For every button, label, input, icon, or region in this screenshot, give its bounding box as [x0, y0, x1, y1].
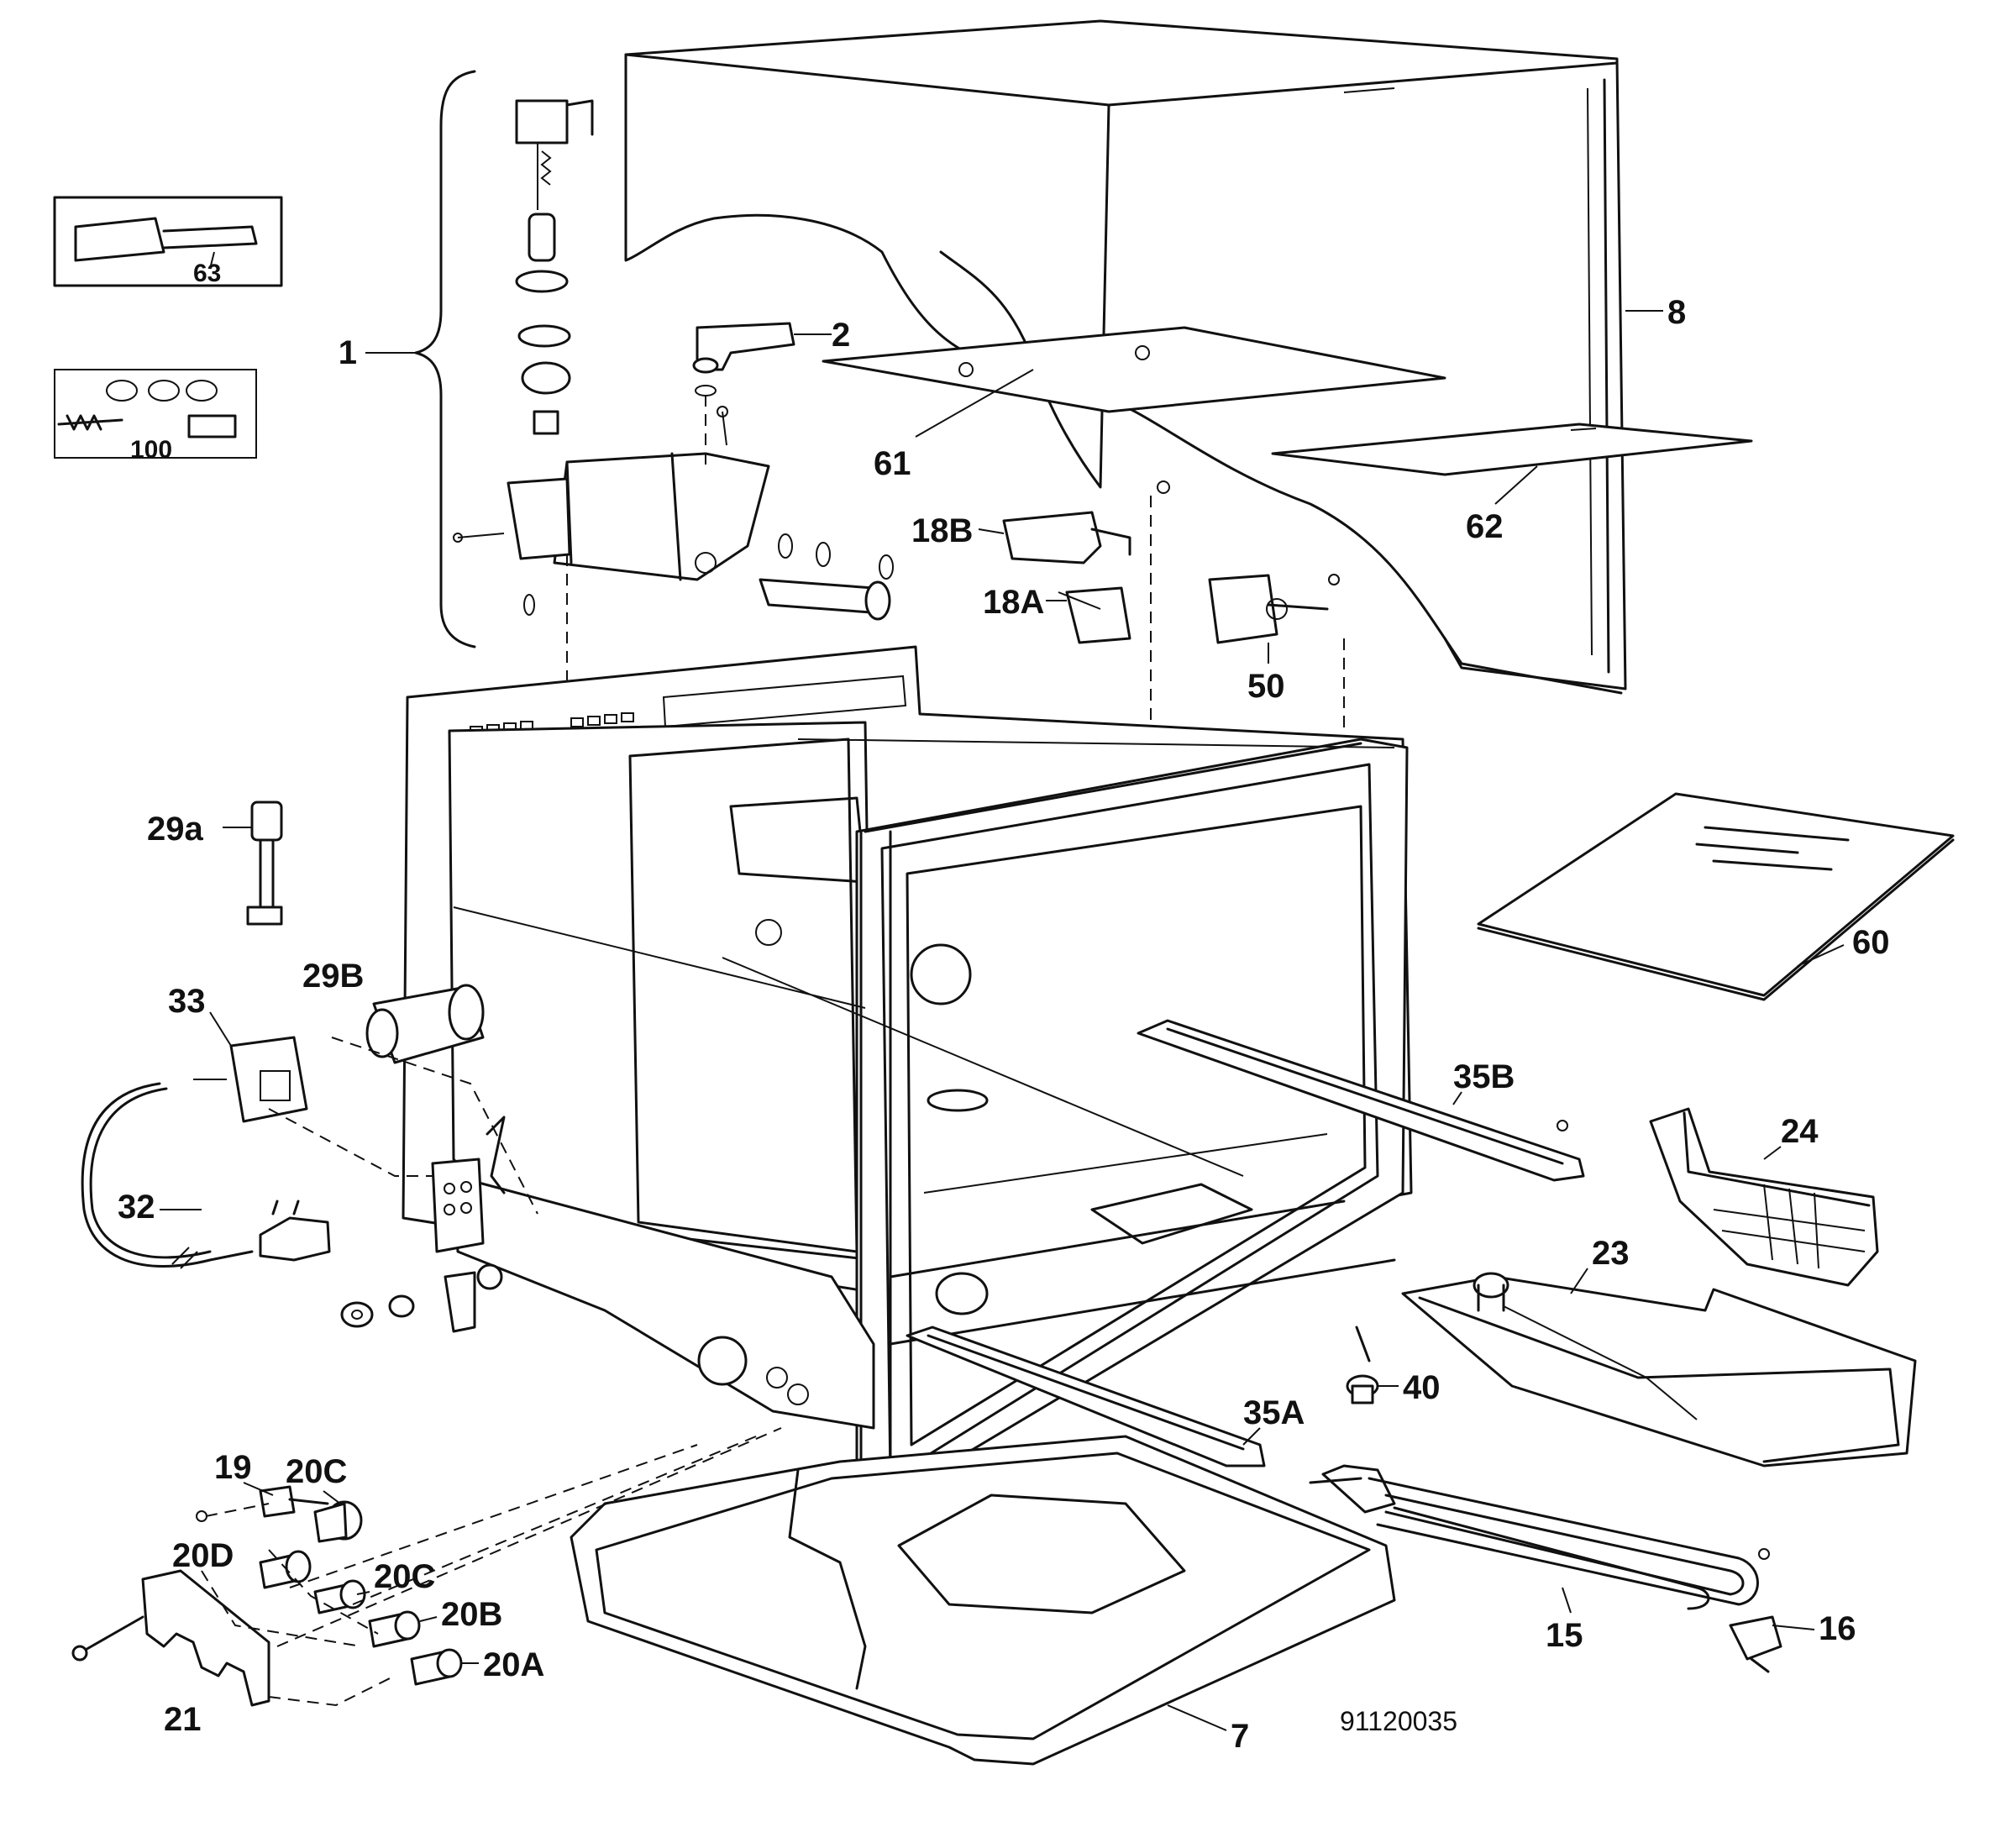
- heater-part-15: [1309, 1464, 1759, 1614]
- plate-part-61: [822, 326, 1446, 413]
- label-33: 33: [168, 983, 206, 1020]
- terminal-block-part-21: [71, 1569, 270, 1707]
- clip-part-16: [1729, 1548, 1815, 1673]
- hinge-left: [431, 1116, 506, 1333]
- connector-guides: [201, 1427, 782, 1707]
- label-20D: 20D: [172, 1537, 234, 1574]
- tub-frame: [402, 645, 1413, 1514]
- basket-part-24: [1649, 1107, 1879, 1287]
- rail-part-35B: [1137, 1019, 1585, 1182]
- foot-part-40: [1346, 1326, 1399, 1404]
- connector-part-20C-lower: [313, 1579, 366, 1614]
- switch-part-50: [1208, 574, 1340, 664]
- lever-part-2: [692, 322, 832, 446]
- label-50: 50: [1247, 668, 1285, 705]
- diagram-number: 91120035: [1340, 1706, 1457, 1736]
- label-24: 24: [1781, 1113, 1819, 1150]
- label-2: 2: [832, 317, 850, 354]
- capacitor-part-29B: [331, 984, 538, 1215]
- label-21: 21: [164, 1701, 202, 1738]
- connector-part-20B: [368, 1610, 421, 1648]
- label-32: 32: [118, 1189, 155, 1226]
- label-18A: 18A: [983, 584, 1044, 621]
- screw-18: [1157, 480, 1170, 494]
- label-20B: 20B: [441, 1596, 502, 1633]
- label-60: 60: [1852, 924, 1890, 961]
- screws-box-part-100: [54, 369, 257, 459]
- leaders-left: [160, 1011, 479, 1664]
- label-15: 15: [1546, 1617, 1583, 1654]
- washers-left: [340, 1294, 415, 1328]
- connector-part-20C-upper: [313, 1500, 363, 1543]
- leader-61: [915, 369, 1034, 438]
- leader-62: [1494, 465, 1538, 505]
- label-61: 61: [874, 445, 911, 482]
- label-20C-upper: 20C: [286, 1453, 347, 1490]
- switch-part-18B: [978, 511, 1131, 564]
- door-lock-assembly: [453, 99, 894, 621]
- label-20A: 20A: [483, 1646, 544, 1683]
- base-part-7: [570, 1435, 1396, 1766]
- cable-part-32: [81, 1082, 331, 1269]
- rail-part-35A: [906, 1326, 1266, 1467]
- tool-box-part-63: [53, 196, 283, 287]
- label-1: 1: [339, 334, 357, 371]
- part-29a: [223, 801, 283, 926]
- label-63: 63: [193, 260, 221, 287]
- label-35B: 35B: [1453, 1058, 1515, 1095]
- switch-part-18A: [1046, 586, 1131, 644]
- label-19: 19: [214, 1449, 252, 1486]
- tray-part-23: [1401, 1268, 1917, 1467]
- filter-part-33: [193, 1036, 433, 1177]
- label-18B: 18B: [911, 512, 973, 549]
- label-62: 62: [1466, 508, 1504, 545]
- booklet-part-60: [1477, 792, 1955, 1001]
- assembly-bracket-part-1: [365, 70, 476, 648]
- label-29B: 29B: [302, 958, 364, 995]
- label-8: 8: [1667, 294, 1686, 331]
- label-20C-lower: 20C: [374, 1558, 435, 1595]
- plate-part-62: [1271, 423, 1753, 476]
- connector-part-19: [196, 1485, 329, 1522]
- label-23: 23: [1592, 1235, 1630, 1272]
- label-100: 100: [130, 436, 172, 464]
- connector-part-20A: [410, 1648, 463, 1686]
- label-40: 40: [1403, 1369, 1441, 1406]
- connector-part-20D: [259, 1550, 312, 1589]
- label-7: 7: [1231, 1718, 1249, 1755]
- label-35A: 35A: [1243, 1394, 1305, 1431]
- label-29a: 29a: [147, 811, 203, 848]
- label-16: 16: [1819, 1610, 1856, 1647]
